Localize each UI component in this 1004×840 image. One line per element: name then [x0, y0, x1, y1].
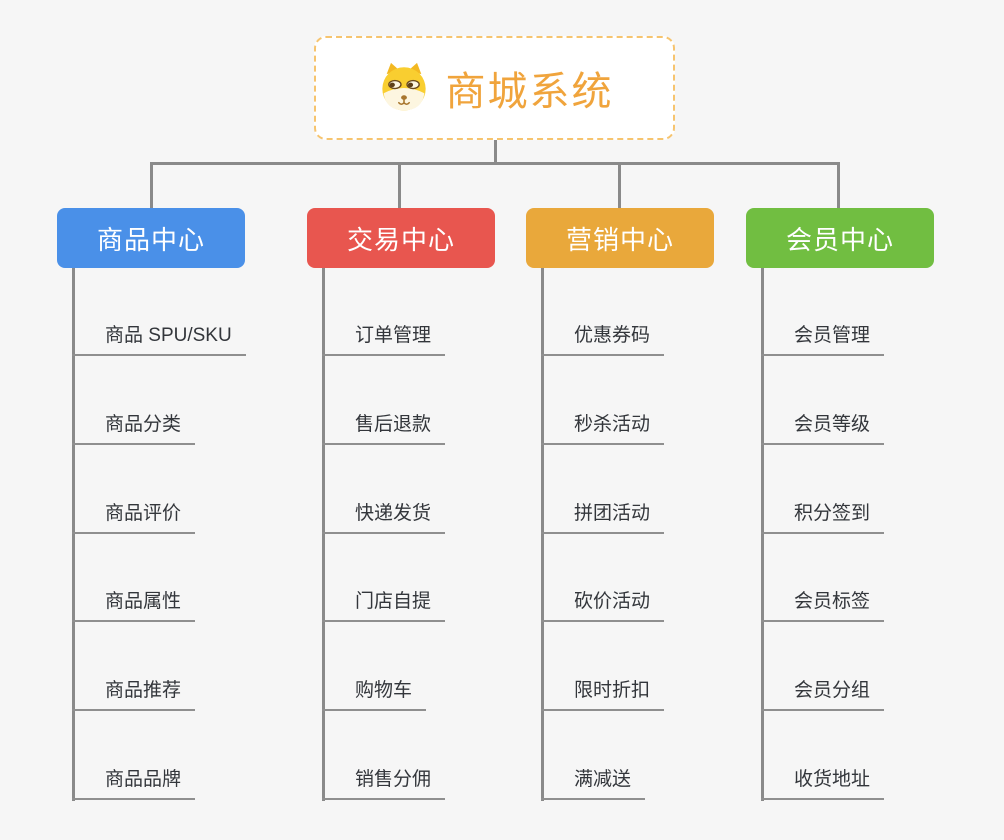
branch-header-marketing-center[interactable]: 营销中心: [526, 208, 714, 268]
leaf-node[interactable]: 秒杀活动: [541, 413, 665, 445]
leaf-node[interactable]: 会员标签: [761, 590, 885, 622]
root-title: 商城系统: [445, 70, 614, 114]
leaf-node[interactable]: 收货地址: [761, 768, 885, 800]
connector-drop-trade: [398, 162, 401, 209]
branch-marketing-center: 营销中心 优惠券码 秒杀活动 拼团活动 砍价活动 限时折扣 满减送: [526, 208, 714, 808]
leaf-node[interactable]: 销售分佣: [322, 768, 446, 800]
leaf-node[interactable]: 快递发货: [322, 502, 446, 534]
branch-trunk-line: [541, 268, 544, 801]
connector-drop-marketing: [618, 162, 621, 209]
leaf-node[interactable]: 订单管理: [322, 324, 446, 356]
leaf-node[interactable]: 优惠券码: [541, 324, 665, 356]
leaf-node[interactable]: 会员等级: [761, 413, 885, 445]
leaf-node[interactable]: 购物车: [322, 679, 427, 711]
leaf-node[interactable]: 商品属性: [72, 590, 196, 622]
branch-header-trade-center[interactable]: 交易中心: [307, 208, 495, 268]
leaf-node[interactable]: 会员管理: [761, 324, 885, 356]
branch-product-center: 商品中心 商品 SPU/SKU 商品分类 商品评价 商品属性 商品推荐 商品品牌: [57, 208, 246, 808]
branch-member-center: 会员中心 会员管理 会员等级 积分签到 会员标签 会员分组 收货地址: [746, 208, 934, 808]
branch-header-member-center[interactable]: 会员中心: [746, 208, 934, 268]
leaf-node[interactable]: 拼团活动: [541, 502, 665, 534]
leaf-node[interactable]: 商品评价: [72, 502, 196, 534]
shiba-dog-icon: [381, 62, 426, 111]
branch-trunk-line: [761, 268, 764, 801]
leaf-node[interactable]: 砍价活动: [541, 590, 665, 622]
branch-trunk-line: [72, 268, 75, 801]
connector-drop-member: [837, 162, 840, 209]
leaf-node[interactable]: 满减送: [541, 768, 646, 800]
leaf-node[interactable]: 限时折扣: [541, 679, 665, 711]
leaf-node[interactable]: 售后退款: [322, 413, 446, 445]
branch-trunk-line: [322, 268, 325, 801]
leaf-node[interactable]: 商品推荐: [72, 679, 196, 711]
leaf-node[interactable]: 商品品牌: [72, 768, 196, 800]
leaf-node[interactable]: 会员分组: [761, 679, 885, 711]
branch-header-product-center[interactable]: 商品中心: [57, 208, 245, 268]
connector-horizontal-bus: [150, 162, 840, 165]
connector-root-vertical: [494, 139, 497, 164]
leaf-node[interactable]: 商品分类: [72, 413, 196, 445]
leaf-node[interactable]: 积分签到: [761, 502, 885, 534]
connector-drop-product: [150, 162, 153, 209]
leaf-node[interactable]: 商品 SPU/SKU: [72, 324, 246, 356]
leaf-node[interactable]: 门店自提: [322, 590, 446, 622]
branch-trade-center: 交易中心 订单管理 售后退款 快递发货 门店自提 购物车 销售分佣: [307, 208, 495, 808]
root-node-mall-system[interactable]: 商城系统: [314, 36, 675, 140]
